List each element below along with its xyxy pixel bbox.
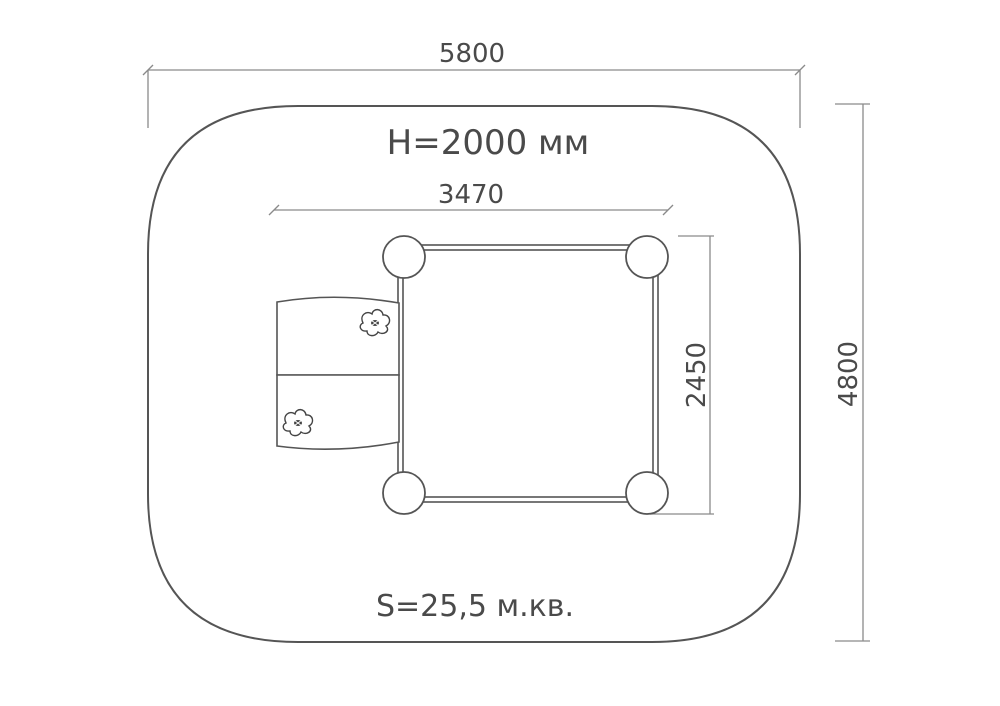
overall-width-dimension: 5800 <box>142 39 806 128</box>
bench-upper <box>276 296 400 376</box>
post-bottom-left <box>382 471 426 515</box>
overall-width-label: 5800 <box>439 39 505 69</box>
post-bottom-right <box>625 471 669 515</box>
overall-depth-dimension: 4800 <box>834 103 870 642</box>
post-top-right <box>625 235 669 279</box>
area-label: S=25,5 м.кв. <box>376 589 574 624</box>
post-top-left <box>382 235 426 279</box>
frame-depth-label: 2450 <box>682 342 712 408</box>
frame-depth-dimension: 2450 <box>650 235 714 515</box>
frame-width-label: 3470 <box>438 180 504 210</box>
frame-width-dimension: 3470 <box>268 180 674 216</box>
height-label: H=2000 мм <box>387 123 590 163</box>
overall-depth-label: 4800 <box>834 341 864 407</box>
flower-icon <box>282 408 314 437</box>
frame <box>397 244 659 503</box>
flower-icon <box>359 308 391 337</box>
